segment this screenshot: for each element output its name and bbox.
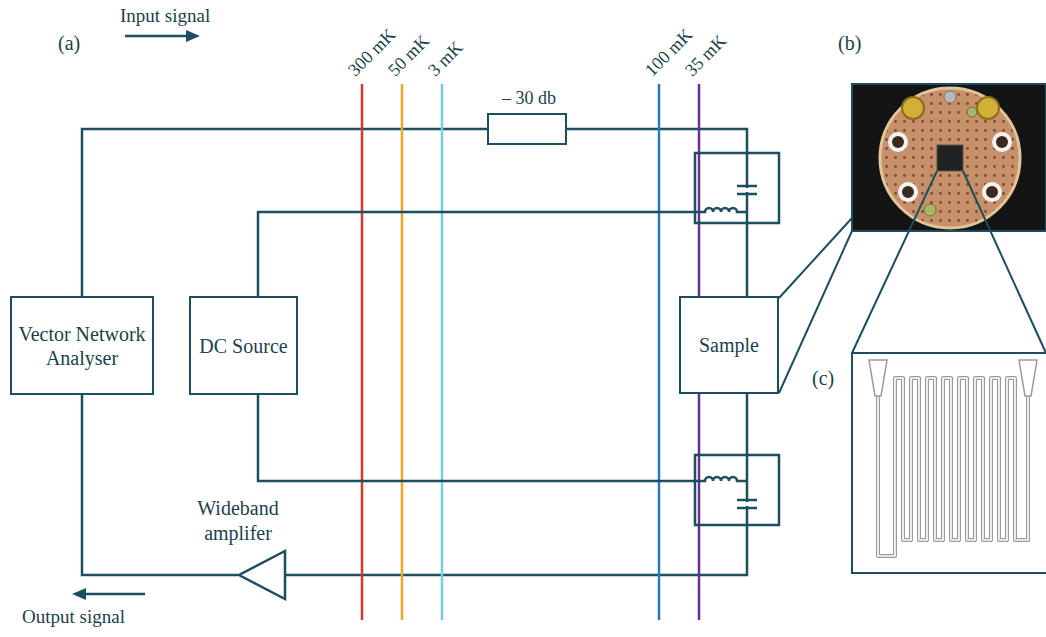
zoom-line bbox=[852, 171, 937, 353]
capacitor-plate bbox=[737, 193, 757, 196]
amplifier-symbol: Wideband amplifer bbox=[238, 550, 285, 600]
zoom-lines bbox=[852, 171, 1046, 353]
signal-label: Output signal bbox=[22, 607, 125, 627]
panel-label: (b) bbox=[838, 33, 861, 53]
arrow-head bbox=[72, 588, 86, 600]
bond-pad bbox=[869, 360, 887, 396]
capacitor-gap bbox=[738, 502, 756, 506]
source-box: DC Source bbox=[189, 296, 298, 395]
stage-line bbox=[441, 84, 444, 620]
mount-ring bbox=[890, 134, 906, 150]
holder-disc bbox=[880, 88, 1020, 228]
arrow-shaft bbox=[82, 593, 145, 596]
node-text: Vector Network Analyser bbox=[16, 322, 148, 370]
zoom-line bbox=[963, 171, 1046, 353]
dc-bias-wires bbox=[258, 212, 695, 481]
meander-outline bbox=[878, 378, 1028, 556]
screw-head bbox=[967, 107, 977, 117]
inductor-symbol bbox=[695, 477, 747, 481]
connector bbox=[902, 97, 924, 119]
signal-wire bbox=[82, 395, 238, 575]
panel-label: (c) bbox=[812, 368, 834, 388]
stage-line bbox=[658, 84, 661, 620]
sample-box: Sample bbox=[679, 296, 779, 394]
zoom-line bbox=[779, 218, 852, 298]
node-text: Wideband amplifer bbox=[176, 496, 300, 546]
arrow-shaft bbox=[125, 35, 190, 38]
temperature-stage-lines bbox=[362, 84, 699, 620]
mount-ring bbox=[900, 184, 916, 200]
capacitor-gap bbox=[738, 188, 756, 192]
panel-label: (a) bbox=[58, 33, 80, 53]
screw-head bbox=[924, 204, 936, 216]
sample-holder-photo bbox=[852, 84, 1046, 231]
zoom-lines bbox=[779, 218, 852, 393]
amplifier-outline bbox=[239, 551, 285, 599]
attenuator-box: – 30 db bbox=[487, 113, 567, 145]
instrument-box: Vector Network Analyser bbox=[10, 296, 154, 395]
bias-tee bbox=[695, 455, 779, 525]
stage-line bbox=[401, 84, 404, 620]
bias-tee-box bbox=[695, 153, 779, 223]
bond-pad bbox=[1019, 360, 1037, 396]
photo-frame bbox=[852, 84, 1046, 231]
chip bbox=[937, 145, 963, 171]
signal-label: Input signal bbox=[120, 6, 210, 26]
connector bbox=[977, 97, 999, 119]
resonator-layout bbox=[852, 353, 1046, 573]
capacitor-plate bbox=[737, 499, 757, 502]
stage-line bbox=[361, 84, 364, 620]
mount-ring bbox=[984, 184, 1000, 200]
arrow-head bbox=[186, 30, 200, 42]
meander-core bbox=[878, 378, 1028, 556]
node-text: – 30 db bbox=[449, 87, 609, 110]
amplifier-triangle bbox=[238, 550, 285, 600]
screw-hole bbox=[944, 91, 956, 103]
panel-frame bbox=[852, 353, 1046, 573]
inductor-symbol bbox=[695, 208, 747, 212]
node-text: Sample bbox=[699, 333, 759, 357]
capacitor-plate bbox=[737, 507, 757, 510]
signal-wire bbox=[285, 394, 747, 575]
zoom-line bbox=[779, 231, 852, 393]
capacitor-plate bbox=[737, 185, 757, 188]
mount-ring bbox=[994, 134, 1010, 150]
bias-wire bbox=[258, 212, 695, 296]
bias-tee bbox=[695, 153, 779, 223]
bias-tee-box bbox=[695, 455, 779, 525]
node-text: DC Source bbox=[199, 334, 287, 358]
bias-wire bbox=[258, 395, 695, 481]
